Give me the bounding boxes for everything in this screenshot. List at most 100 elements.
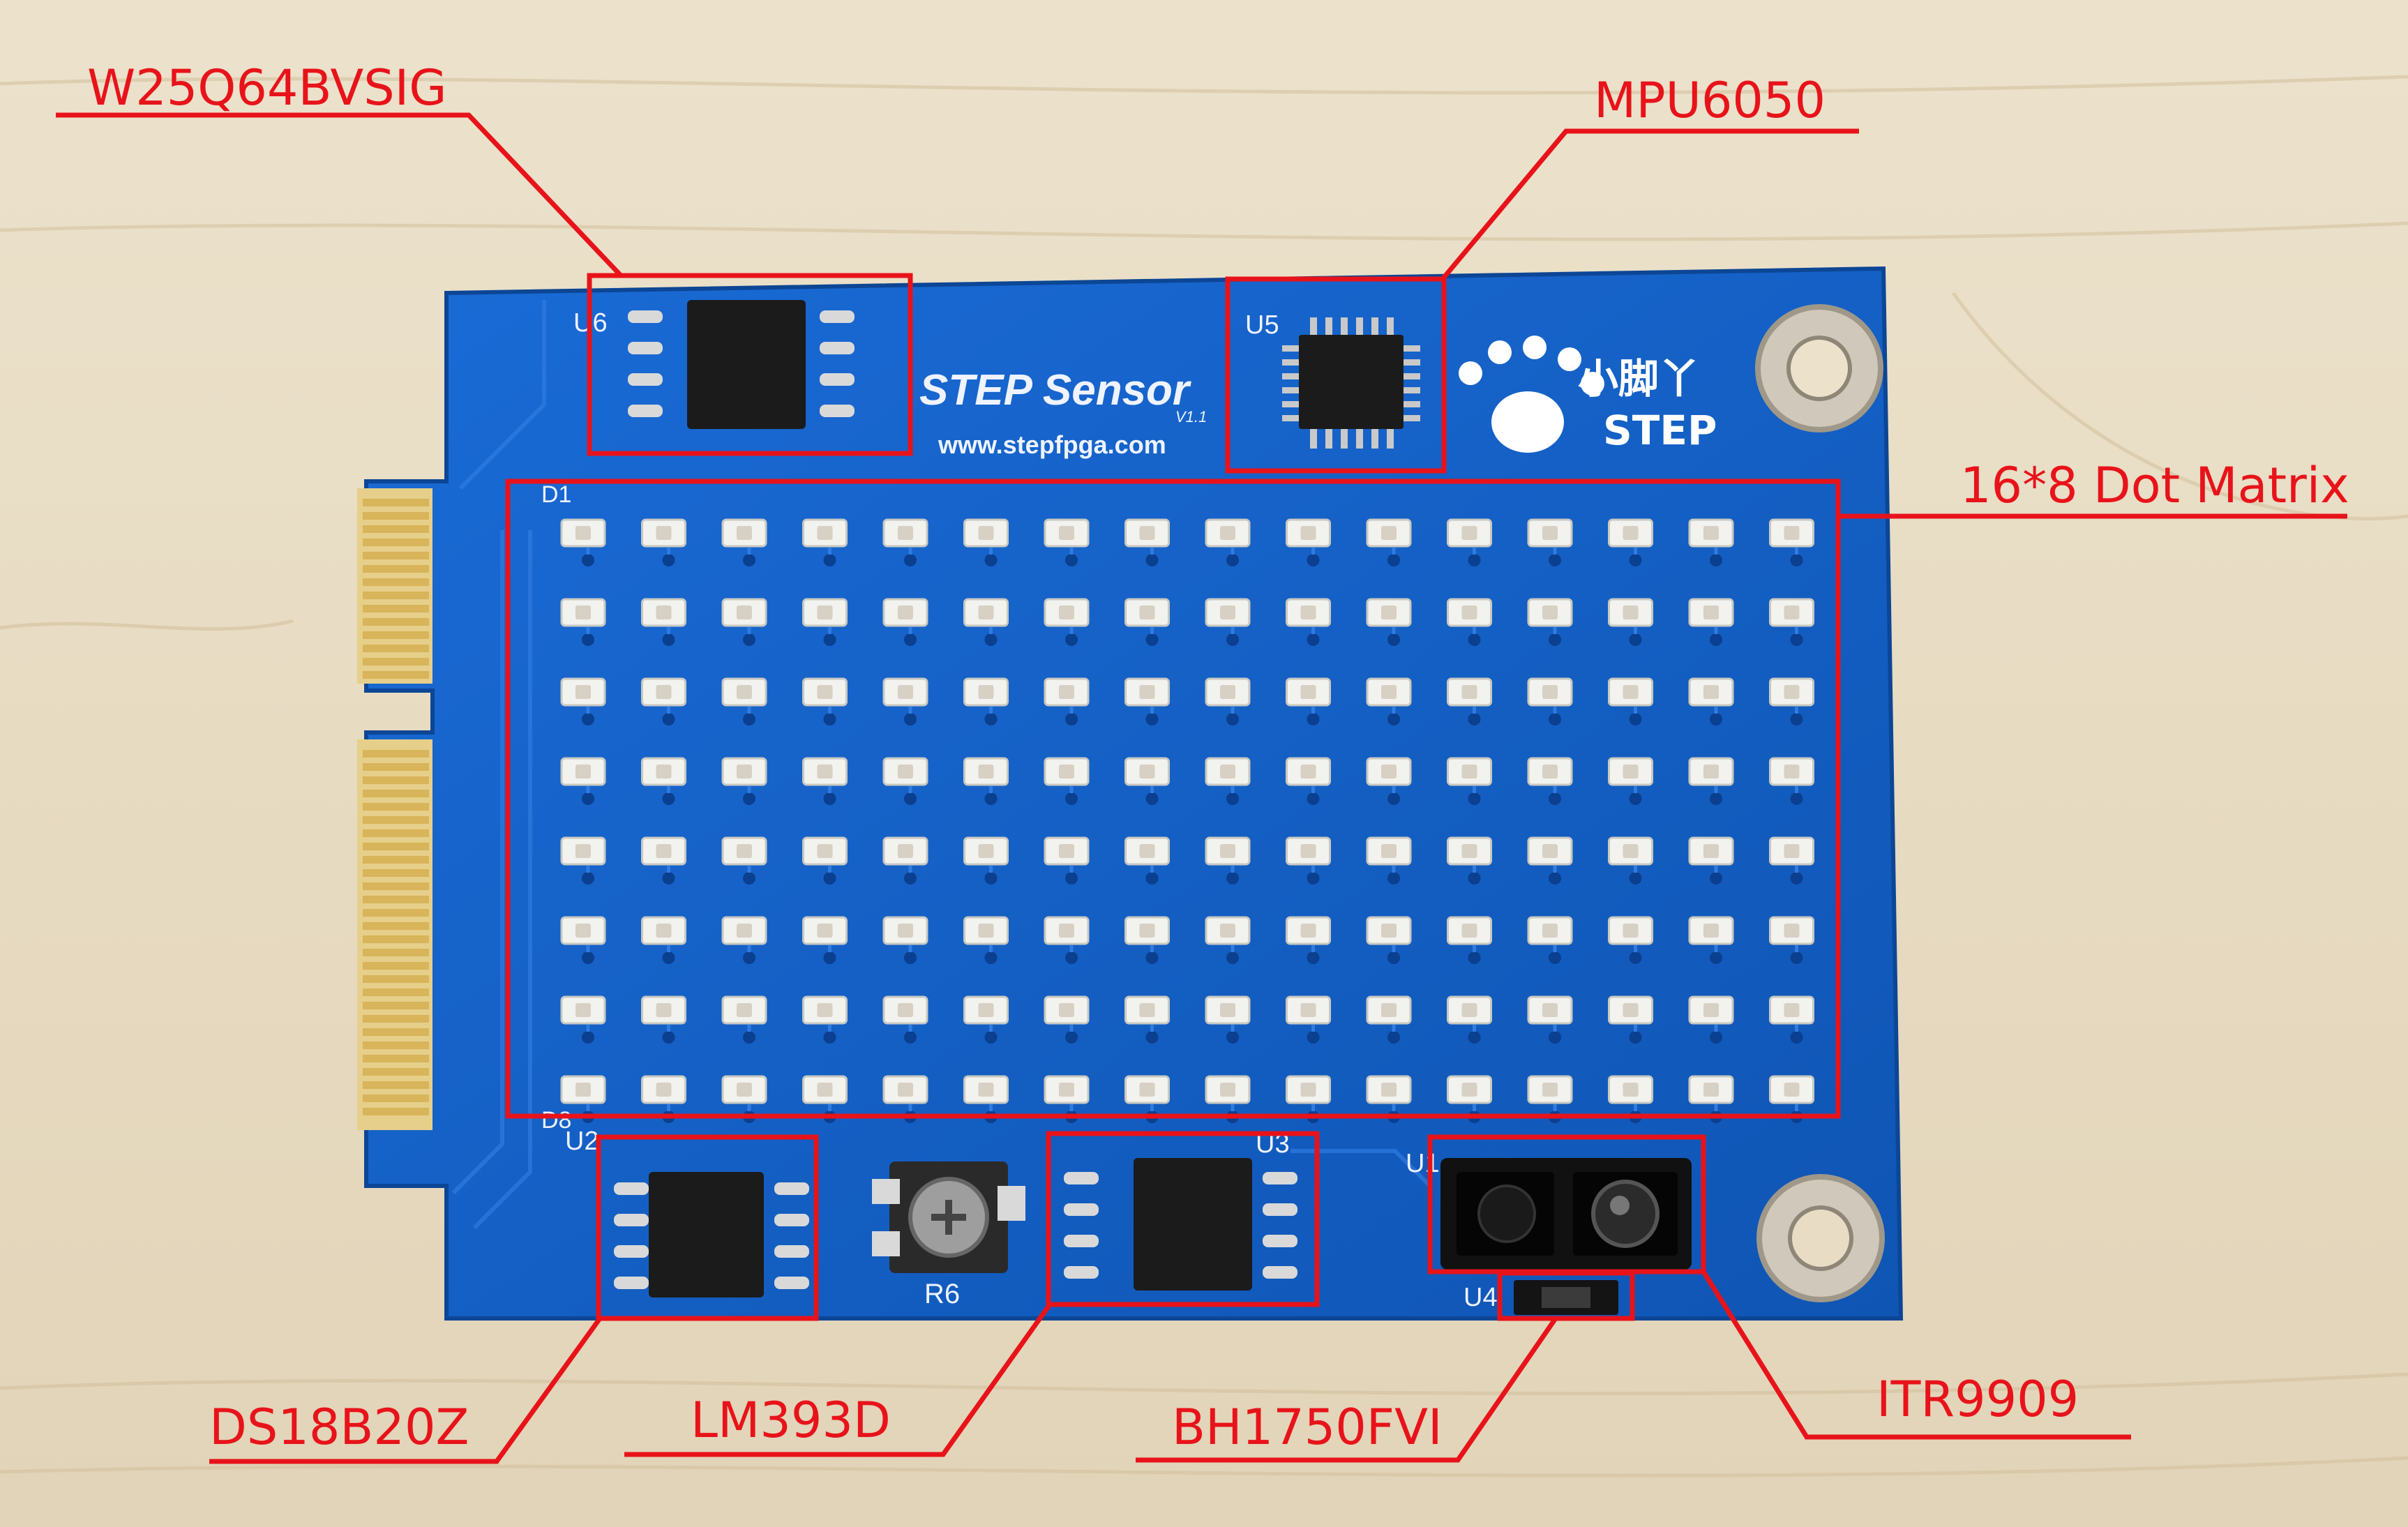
led-dot: [1366, 836, 1412, 885]
leader-temp: [209, 1316, 602, 1464]
leader-comparator: [624, 1302, 1052, 1457]
led-dot: [1366, 995, 1412, 1044]
led-dot: [1527, 836, 1573, 885]
led-dot: [641, 518, 686, 566]
led-dot: [641, 836, 686, 885]
logo-step-text: STEP: [1603, 407, 1717, 454]
led-dot: [963, 598, 1009, 646]
led-dot: [1769, 836, 1814, 885]
led-dot: [1447, 677, 1492, 725]
led-dot: [1124, 677, 1170, 725]
led-dot: [1447, 518, 1492, 566]
led-dot: [1688, 995, 1734, 1044]
led-dot: [1044, 836, 1090, 885]
led-dot: [641, 916, 686, 964]
led-dot: [1527, 995, 1573, 1044]
pcb-traces: [451, 300, 1432, 1230]
led-dot: [1286, 518, 1331, 566]
footprint-icon: [1459, 336, 1604, 453]
label-u5: U5: [1245, 310, 1279, 340]
led-dot: [1044, 677, 1090, 725]
led-dot: [1769, 995, 1814, 1044]
led-dot: [1527, 916, 1573, 964]
led-dot: [1366, 757, 1412, 805]
led-dot: [721, 916, 767, 964]
led-dot: [1608, 995, 1653, 1044]
led-dot: [721, 995, 767, 1044]
led-dot: [1205, 598, 1251, 646]
led-dot: [1205, 757, 1251, 805]
callout-boxes: [505, 273, 1841, 1321]
callout-flash-label: W25Q64BVSIG: [87, 59, 447, 116]
callout-matrix-label: 16*8 Dot Matrix: [1960, 457, 2349, 514]
led-dot: [1286, 995, 1331, 1044]
led-dot: [1688, 836, 1734, 885]
led-dot: [1769, 677, 1814, 725]
component-r6-potentiometer: [872, 1161, 1025, 1273]
led-dot: [1769, 518, 1814, 566]
led-dot: [1044, 916, 1090, 964]
led-dot: [802, 836, 848, 885]
led-dot: [882, 518, 928, 566]
box-temp: [596, 1134, 819, 1321]
led-dot: [1205, 836, 1251, 885]
led-dot: [721, 518, 767, 566]
led-dot: [721, 1075, 767, 1123]
component-u5-imu: [1282, 317, 1420, 449]
box-light: [1497, 1270, 1635, 1321]
led-dot: [963, 916, 1009, 964]
callout-comparator-label: LM393D: [691, 1392, 891, 1449]
led-dot: [1286, 677, 1331, 725]
led-dot: [1608, 836, 1653, 885]
step-logo: 小脚丫 STEP: [1459, 336, 1717, 454]
logo-chinese-text: 小脚丫: [1578, 355, 1699, 403]
led-dot: [882, 995, 928, 1044]
led-dot: [560, 518, 606, 566]
wood-grain: [0, 75, 2408, 1477]
led-dot: [1124, 1075, 1170, 1123]
led-dot: [1608, 757, 1653, 805]
callout-light-label: BH1750FVI: [1172, 1399, 1443, 1456]
led-dot: [1447, 836, 1492, 885]
leader-imu: [1440, 128, 1859, 281]
led-dot: [1366, 518, 1412, 566]
led-dot: [721, 757, 767, 805]
led-dot: [560, 995, 606, 1044]
led-dot: [1447, 916, 1492, 964]
label-u4: U4: [1463, 1283, 1498, 1312]
box-imu: [1225, 276, 1447, 474]
led-dot: [721, 598, 767, 646]
mounting-hole-bottom: [1756, 1174, 1885, 1302]
led-dot: [1124, 836, 1170, 885]
led-dot: [1769, 598, 1814, 646]
board-url: www.stepfpga.com: [938, 430, 1166, 459]
led-dot: [1688, 518, 1734, 566]
led-dot: [882, 677, 928, 725]
led-dot: [1286, 598, 1331, 646]
led-dot: [802, 677, 848, 725]
led-dot: [882, 757, 928, 805]
led-dot: [1527, 598, 1573, 646]
led-dot: [1124, 995, 1170, 1044]
box-matrix: [505, 479, 1841, 1119]
led-dot: [641, 598, 686, 646]
led-dot: [963, 995, 1009, 1044]
led-dot: [560, 836, 606, 885]
led-dot: [1608, 677, 1653, 725]
leader-light: [1136, 1317, 1558, 1463]
led-dot: [1205, 916, 1251, 964]
led-dot: [802, 518, 848, 566]
edge-connector: [357, 488, 432, 1130]
box-flash: [587, 273, 913, 456]
led-dot: [1608, 916, 1653, 964]
led-dot: [1124, 757, 1170, 805]
led-dot: [1608, 518, 1653, 566]
led-dot: [1688, 598, 1734, 646]
led-dot: [1124, 916, 1170, 964]
led-dot: [963, 518, 1009, 566]
led-dot: [1769, 757, 1814, 805]
led-dot: [1286, 757, 1331, 805]
led-dot: [641, 995, 686, 1044]
led-dot: [1044, 518, 1090, 566]
